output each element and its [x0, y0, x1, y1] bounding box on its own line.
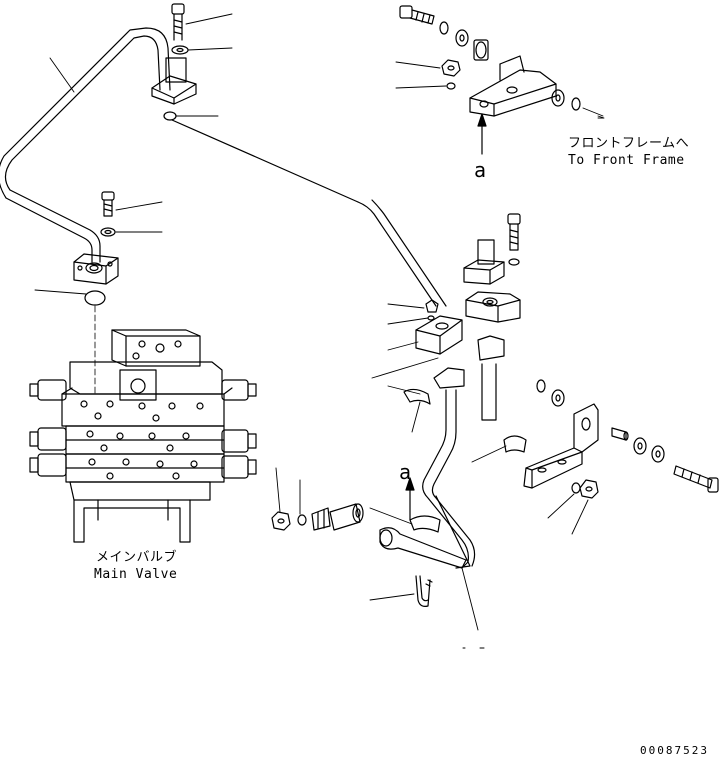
leader-lines-lower-center — [275, 467, 479, 631]
clip-left — [403, 388, 431, 405]
main-valve-block — [61, 329, 233, 543]
front-frame-label-en: To Front Frame — [568, 153, 685, 168]
u-bolt-lower — [415, 575, 433, 607]
clamp-upper-right — [463, 239, 521, 323]
leader-lines-upper-left — [49, 13, 233, 117]
leader-lines-right — [547, 493, 589, 535]
bolt-small-mid — [425, 299, 439, 321]
arrow-a-bottom — [405, 477, 415, 521]
washer-mid — [100, 227, 116, 237]
front-frame-label-jp: フロントフレームへ — [568, 136, 690, 151]
bolt-mid — [101, 191, 115, 217]
clip-lower — [409, 515, 441, 533]
leader-lines-mid-right — [371, 303, 439, 395]
hose-elbow — [379, 527, 467, 569]
o-ring-top — [163, 111, 177, 121]
bracket-top-right — [469, 39, 557, 117]
hydraulic-tube-upper — [0, 27, 171, 263]
bolt-upper-right — [507, 213, 521, 266]
o-ring-lower — [297, 514, 307, 526]
adapter-lower — [311, 503, 364, 531]
bolt-top — [171, 3, 185, 41]
solenoids-left — [29, 379, 67, 477]
reference-a-bottom: a — [399, 460, 412, 484]
main-valve-label-en: Main Valve — [94, 567, 178, 582]
arrow-a-top — [477, 113, 487, 155]
pipe-diagonal — [171, 119, 447, 307]
clamp-mid — [415, 315, 505, 421]
pipe-lower-right — [422, 389, 476, 569]
clip-bracket-mid — [503, 435, 527, 453]
flange-lower — [73, 253, 119, 285]
nut-right — [571, 479, 599, 499]
spacer-right — [611, 427, 629, 441]
washer-top — [171, 45, 189, 55]
leader-lines-mid-left — [34, 201, 163, 295]
bolt-right — [673, 465, 719, 493]
o-ring-mid — [84, 290, 106, 306]
leader-lines-top-right — [395, 61, 605, 119]
reference-a-top: a — [474, 158, 487, 182]
main-valve-label-jp: メインバルブ — [96, 550, 178, 565]
nut-top-right — [441, 59, 461, 90]
solenoids-right — [221, 379, 257, 479]
bracket-right — [523, 403, 599, 489]
bolt-top-right — [399, 5, 435, 25]
washers-top-right — [439, 21, 581, 111]
drawing-number: 00087523 — [640, 744, 709, 757]
nut-lower — [271, 511, 291, 531]
washers-right — [536, 379, 665, 463]
leader-lines-lower-right — [411, 401, 507, 463]
flange-top — [151, 57, 197, 105]
